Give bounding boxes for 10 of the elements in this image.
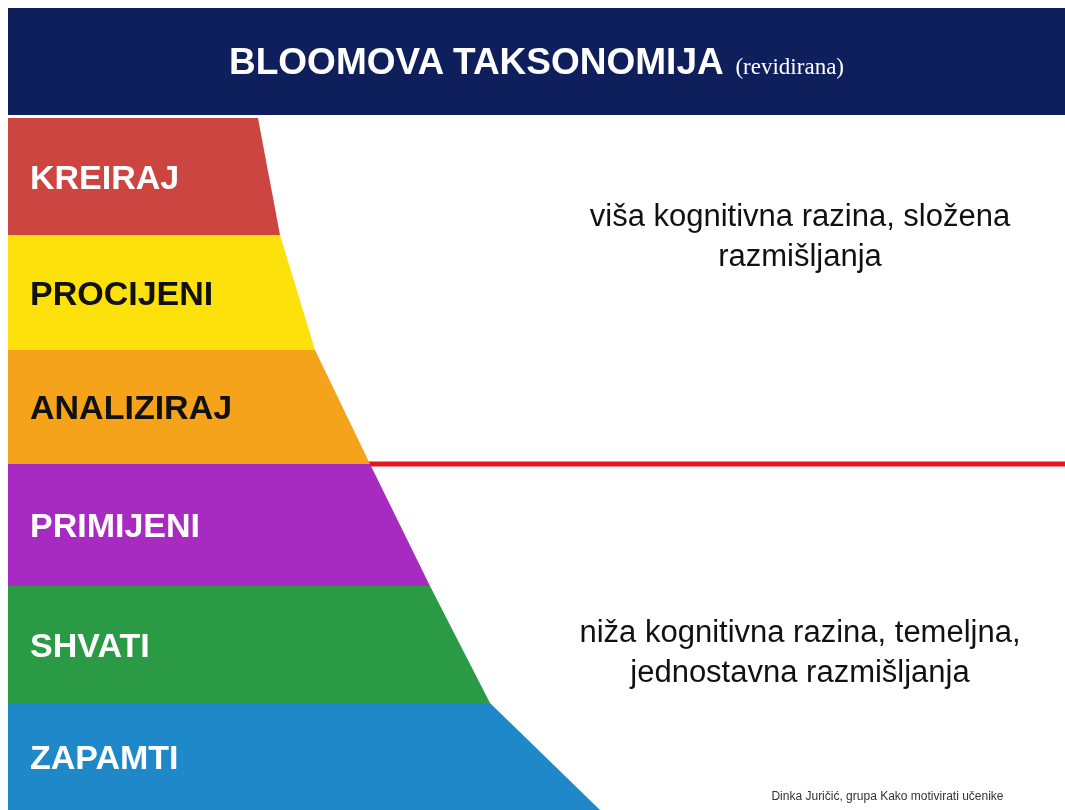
level-label: PROCIJENI <box>30 273 214 312</box>
level-label: SHVATI <box>30 625 150 664</box>
title: BLOOMOVA TAKSONOMIJA (revidirana) <box>229 40 844 83</box>
level-description: niža kognitivna razina, temeljna, jednostavna razmišljanja <box>578 613 1022 691</box>
level-label: ANALIZIRAJ <box>30 387 233 427</box>
level-label: KREIRAJ <box>30 157 180 196</box>
level-description: viša kognitivna razina, složena razmišljanja <box>588 197 1012 275</box>
level-label: ZAPAMTI <box>30 737 179 776</box>
credit-note: Dinka Juričić, grupa Kako motivirati učenike <box>770 788 1005 804</box>
level-label: PRIMIJENI <box>30 505 201 545</box>
